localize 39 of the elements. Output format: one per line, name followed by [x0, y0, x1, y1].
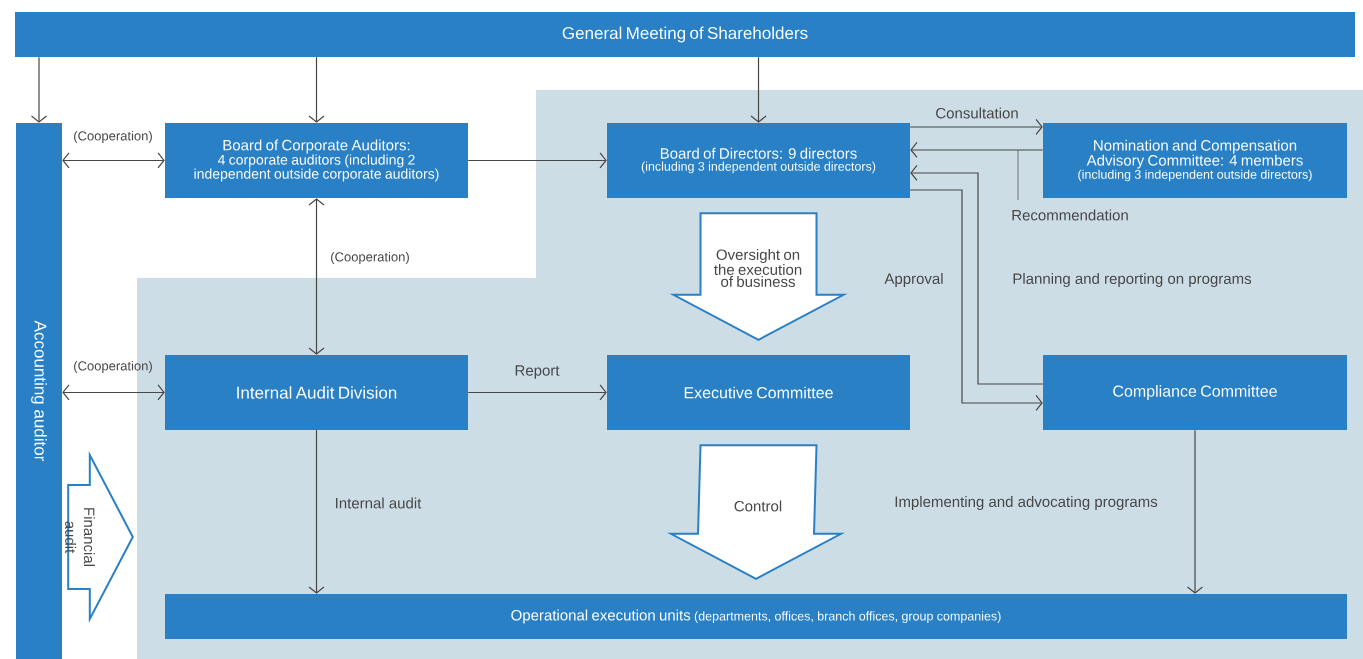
side-bar: Accounting auditor	[16, 123, 62, 659]
arrow	[750, 56, 767, 123]
arrow	[62, 152, 165, 169]
process-box: Board of Corporate Auditors: 4 corporate auditors (including 2 independent outside corporate auditors)	[165, 123, 468, 198]
process-box: Compliance Committee	[1043, 355, 1347, 430]
process-box: Executive Committee	[607, 355, 910, 430]
footer-bar: Operational execution units (departments, offices, branch offices, group companies)	[165, 594, 1347, 639]
arrow	[910, 164, 1044, 385]
arrow	[909, 118, 1043, 136]
process-box: Internal Audit Division	[165, 355, 468, 430]
edge-label: Internal audit	[336, 497, 422, 509]
arrow	[62, 384, 165, 401]
block-arrow	[667, 444, 846, 580]
arrow	[30, 56, 48, 123]
arrow	[308, 198, 325, 355]
edge-label: Consultation	[936, 107, 1018, 119]
edge-label: Planning and reporting on programs	[1013, 273, 1252, 287]
arrow	[467, 384, 607, 401]
edge-label: Financial audit	[65, 508, 95, 566]
process-box: Nomination and Compensation Advisory Committee: 4 members (including 3 independent outside directors)	[1043, 123, 1347, 198]
arrow	[308, 56, 325, 123]
edge-label: Report	[515, 365, 560, 379]
edge-label: Approval	[884, 273, 943, 287]
edge-label: (Cooperation)	[74, 360, 152, 374]
edge-label: Recommendation	[1012, 209, 1128, 221]
arrow	[910, 141, 1044, 159]
arrow	[909, 189, 1043, 412]
header-bar: General Meeting of Shareholders	[15, 12, 1355, 57]
edge-label: Oversight on the execution of business	[714, 249, 802, 287]
block-arrow	[67, 450, 134, 624]
arrow	[308, 429, 325, 594]
arrow	[1186, 429, 1204, 594]
edge-label: (Cooperation)	[74, 130, 152, 144]
arrow	[467, 152, 607, 169]
block-arrow	[669, 212, 848, 341]
edge-label: Implementing and advocating programs	[895, 496, 1158, 510]
process-box: Board of Directors: 9 directors (including 3 independent outside directors)	[607, 123, 910, 198]
edge-label: Control	[734, 500, 782, 512]
edge-label: (Cooperation)	[331, 251, 409, 265]
